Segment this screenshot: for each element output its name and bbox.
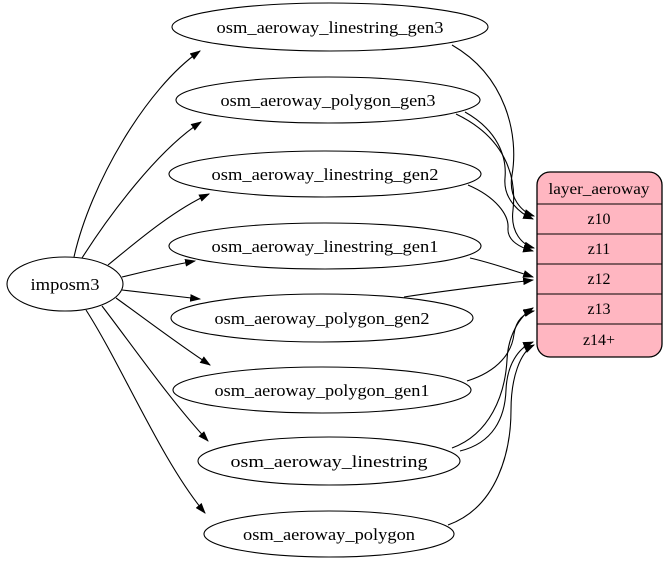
layer-row-z11: z11	[588, 241, 611, 258]
node-osm_aeroway_linestring: osm_aeroway_linestring	[197, 436, 461, 486]
imposm3-ellipse	[6, 256, 124, 312]
edge-imposm3-osm_aeroway_linestring	[101, 305, 209, 442]
layer-row-z14plus: z14+	[583, 332, 615, 349]
layer-title: layer_aeroway	[549, 181, 650, 198]
edge-imposm3-osm_aeroway_polygon	[85, 309, 206, 514]
table-label: osm_aeroway_linestring_gen2	[212, 165, 439, 184]
edge-imposm3-osm_aeroway_polygon_gen3	[81, 121, 202, 259]
table-ellipse	[168, 150, 482, 198]
edge-osm_aeroway_polygon_gen3-z11	[455, 113, 536, 250]
table-label: osm_aeroway_linestring_gen1	[212, 237, 439, 256]
table-ellipse	[197, 436, 461, 486]
node-osm_aeroway_polygon_gen3: osm_aeroway_polygon_gen3	[175, 76, 481, 124]
edge-imposm3-osm_aeroway_linestring_gen2	[107, 193, 210, 266]
table-label: osm_aeroway_polygon_gen1	[215, 381, 430, 400]
layer-row-z12: z12	[587, 271, 610, 288]
table-ellipse	[168, 222, 482, 270]
table-ellipse	[172, 366, 472, 414]
edges	[73, 44, 536, 526]
edge-osm_aeroway_linestring_gen3-z10	[451, 44, 536, 217]
table-label: osm_aeroway_polygon_gen2	[215, 309, 430, 328]
table-label: osm_aeroway_linestring	[231, 452, 429, 471]
edge-imposm3-osm_aeroway_linestring_gen1	[121, 259, 197, 278]
node-osm_aeroway_polygon: osm_aeroway_polygon	[203, 510, 455, 558]
node-osm_aeroway_polygon_gen2: osm_aeroway_polygon_gen2	[170, 293, 474, 343]
node-osm_aeroway_linestring_gen3: osm_aeroway_linestring_gen3	[171, 2, 489, 52]
edge-osm_aeroway_linestring_gen2-z11	[467, 184, 535, 253]
table-ellipse	[175, 76, 481, 124]
edge-osm_aeroway_linestring-z13	[451, 307, 534, 449]
edge-osm_aeroway_linestring-z14plus	[459, 341, 535, 452]
edge-osm_aeroway_polygon_gen2-z12	[403, 277, 535, 298]
imposm3-label: imposm3	[31, 275, 100, 294]
layer-row-z10: z10	[587, 211, 610, 228]
node-layer_aeroway: layer_aeroway z10 z11 z12 z13 z14+	[536, 171, 663, 358]
edge-imposm3-osm_aeroway_polygon_gen1	[115, 297, 211, 366]
node-imposm3: imposm3	[6, 256, 124, 312]
node-osm_aeroway_polygon_gen1: osm_aeroway_polygon_gen1	[172, 366, 472, 414]
table-label: osm_aeroway_polygon_gen3	[221, 91, 436, 110]
table-label: osm_aeroway_linestring_gen3	[217, 18, 444, 37]
edge-imposm3-osm_aeroway_polygon_gen2	[121, 289, 202, 302]
edge-imposm3-osm_aeroway_linestring_gen3	[73, 50, 201, 258]
table-ellipse	[171, 2, 489, 52]
layer-row-z13: z13	[587, 301, 610, 318]
edge-osm_aeroway_polygon_gen1-z13	[466, 309, 536, 382]
table-ellipse	[203, 510, 455, 558]
table-ellipse	[170, 293, 474, 343]
edge-osm_aeroway_linestring_gen1-z12	[469, 257, 535, 278]
table-label: osm_aeroway_polygon	[243, 525, 416, 544]
edge-osm_aeroway_polygon_gen3-z10	[464, 111, 535, 220]
node-osm_aeroway_linestring_gen1: osm_aeroway_linestring_gen1	[168, 222, 482, 270]
edge-osm_aeroway_polygon-z14plus	[447, 344, 535, 526]
node-osm_aeroway_linestring_gen2: osm_aeroway_linestring_gen2	[168, 150, 482, 198]
